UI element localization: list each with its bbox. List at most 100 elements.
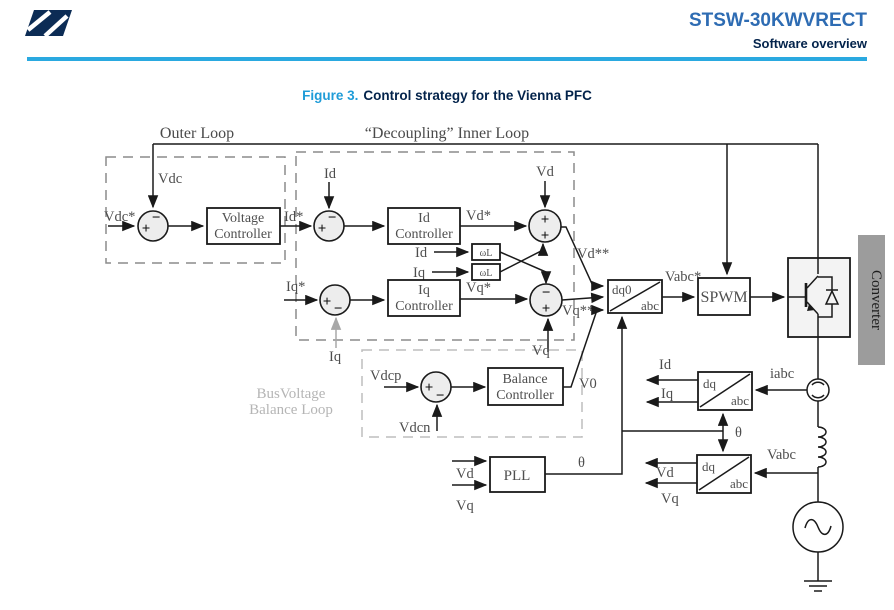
omega-l-label: ωL [480, 268, 493, 279]
outer-loop-box [105, 156, 286, 264]
igbt-icon [788, 258, 840, 337]
vabc-ref-label: Vabc* [665, 269, 701, 285]
converter-section: Converter [787, 235, 885, 365]
st-logo-shape [25, 10, 72, 36]
id-controller-label-2: Controller [395, 227, 453, 242]
iq-feedback-label: Iq [329, 349, 341, 365]
inductor-icon [817, 426, 827, 468]
dq-label: dq [703, 376, 717, 391]
sign-plus: + [323, 294, 332, 310]
vd-output-label: Vd [656, 465, 674, 481]
voltage-controller-block [206, 207, 281, 245]
id-controller-label-1: Id [418, 211, 430, 226]
pll-block [489, 456, 546, 493]
balance-controller-label-1: Balance [502, 372, 547, 387]
vd-summing-junction [528, 209, 562, 243]
vq-output-label: Vq [661, 491, 679, 507]
sign-minus: − [436, 388, 445, 404]
theta-output-label: θ [578, 455, 585, 471]
abc-label: abc [730, 476, 748, 491]
vd-feedforward-label: Vd [536, 164, 554, 180]
figure-label: Figure 3. [302, 88, 359, 103]
iq-controller-block [387, 279, 461, 317]
decoupling-terms: Id ωL Iq ωL [413, 242, 552, 285]
balance-loop: Vdcp + − Vdcn Balance Controller V0 [370, 304, 605, 436]
converter-bar [858, 235, 885, 365]
pll-vd-input-label: Vd [456, 466, 474, 482]
figure-caption: Figure 3. Control strategy for the Vienna… [0, 88, 894, 103]
current-abc-dq-transform: dq abc Id Iq iabc [645, 357, 807, 411]
pll-vq-input-label: Vq [456, 498, 474, 514]
inner-loop-d-axis: Id − + Id Controller Vd* Vd + + Vd** [313, 164, 609, 292]
st-logo [25, 10, 72, 37]
sign-plus: + [541, 228, 550, 244]
iabc-label: iabc [770, 366, 794, 382]
omega-l-iq-input-label: Iq [413, 265, 425, 281]
id-ref-label: Id* [284, 209, 303, 225]
sign-plus: + [425, 380, 434, 396]
sign-plus: + [142, 221, 151, 237]
inner-loop-q-axis: Iq* + − Iq Iq Controller Vq* − + Vq Vq** [284, 279, 605, 365]
outer-loop: Vdc* − + Voltage Controller Id* [104, 207, 313, 245]
iq-ref-label: Iq* [286, 279, 305, 295]
pll-section: Vd Vq PLL θ θ [452, 315, 742, 514]
sign-minus: − [542, 285, 551, 301]
dq0-label: dq0 [612, 282, 632, 297]
voltage-controller-label-2: Controller [214, 227, 272, 242]
ground-icon [804, 580, 832, 592]
vq-ref-label: Vq* [466, 280, 491, 296]
vdc-feedback-rail: Vdc [147, 143, 819, 276]
sign-plus: + [541, 212, 550, 228]
id-controller-block [387, 207, 461, 245]
balance-loop-box [361, 349, 583, 438]
iq-controller-label-2: Controller [395, 299, 453, 314]
control-diagram: Outer Loop “Decoupling” Inner Loop BusVo… [104, 125, 885, 592]
voltage-controller-label-1: Voltage [222, 211, 265, 226]
inner-loop-label: “Decoupling” Inner Loop [365, 125, 529, 142]
vd-dstar-label: Vd** [577, 246, 609, 262]
converter-switch-box [787, 257, 851, 338]
abc-label: abc [731, 393, 749, 408]
id-output-label: Id [659, 357, 672, 373]
sign-plus: + [318, 221, 327, 237]
spwm-section: SPWM [697, 277, 786, 316]
document-title: STSW-30KWVRECT [688, 10, 867, 31]
omega-l-id-input-label: Id [415, 245, 428, 261]
pll-label: PLL [504, 468, 531, 484]
v0-label: V0 [579, 376, 597, 392]
vabc-label: Vabc [767, 447, 796, 463]
omega-l-label: ωL [480, 248, 493, 259]
balance-loop-label-2: Balance Loop [249, 402, 333, 418]
theta-branch-label: θ [735, 425, 742, 441]
vdc-label: Vdc [158, 171, 182, 187]
vdc-ref-label: Vdc* [104, 209, 135, 225]
iq-output-label: Iq [661, 386, 673, 402]
vdcp-label: Vdcp [370, 368, 401, 384]
dq-label: dq [702, 459, 716, 474]
power-rail [792, 337, 844, 592]
spwm-label: SPWM [700, 289, 747, 306]
converter-label: Converter [868, 270, 884, 330]
id-feedback-label: Id [324, 166, 337, 182]
vd-ref-label: Vd* [466, 208, 491, 224]
sign-minus: − [328, 210, 337, 226]
document-subtitle: Software overview [752, 36, 867, 51]
balance-loop-label-1: BusVoltage [257, 386, 326, 402]
header-rule [27, 57, 867, 61]
sign-minus: − [334, 301, 343, 317]
vq-dstar-label: Vq** [562, 303, 594, 319]
sign-minus: − [152, 210, 161, 226]
inner-loop-box [295, 151, 575, 341]
vdcn-label: Vdcn [399, 420, 431, 436]
dq0-abc-transform: dq0 abc Vabc* [607, 269, 701, 314]
balance-controller-label-2: Controller [496, 388, 554, 403]
sign-plus: + [542, 301, 551, 317]
voltage-abc-dq-transform: dq abc Vd Vq Vabc [644, 447, 818, 507]
iq-controller-label-1: Iq [418, 283, 430, 298]
figure-title: Control strategy for the Vienna PFC [363, 88, 592, 103]
balance-controller-block [487, 367, 564, 406]
abc-label: abc [641, 298, 659, 313]
vq-feedback-label: Vq [532, 343, 550, 359]
spwm-block [697, 277, 751, 316]
